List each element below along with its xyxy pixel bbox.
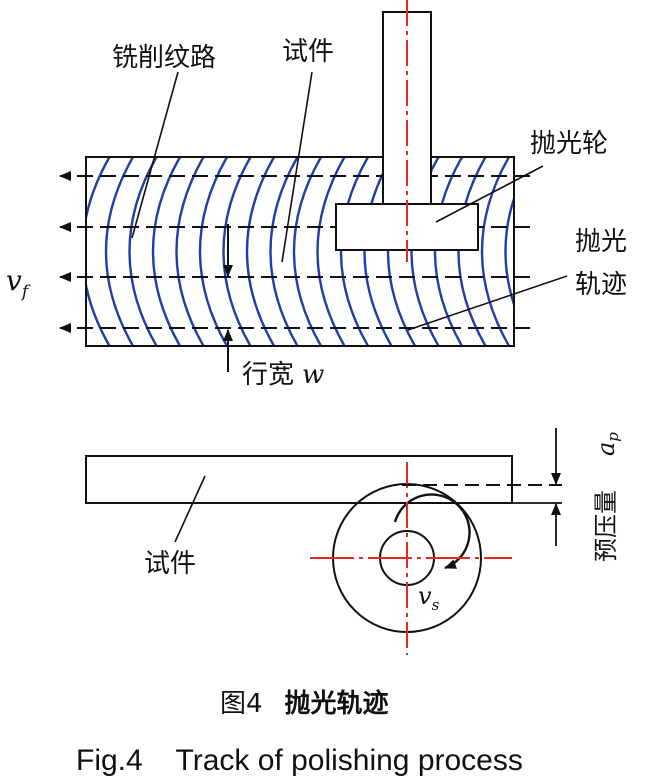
milling-arc (86, 157, 111, 346)
leader-milling (131, 71, 179, 239)
milling-arc (151, 157, 182, 346)
milling-arc (245, 157, 276, 346)
label-preload: 预压量 (592, 490, 620, 562)
leader-workpiece-side (174, 475, 206, 543)
label-preload-symbol: ap (592, 432, 622, 456)
milling-arc (86, 157, 88, 346)
milling-pattern-arcs (86, 157, 514, 346)
milling-arc (457, 157, 487, 346)
label-polishing-wheel: 抛光轮 (530, 129, 608, 159)
label-workpiece-top: 试件 (282, 37, 334, 67)
label-feed-velocity: vf (6, 264, 31, 302)
milling-arc (480, 157, 511, 346)
label-milling-pattern: 铣削纹路 (112, 43, 216, 73)
milling-arc (339, 157, 370, 346)
milling-arc (363, 157, 393, 346)
workpiece-side-rect (85, 455, 513, 504)
caption-en: Fig.4 Track of polishing process (76, 744, 523, 777)
svg-text:预压量: 预压量 (592, 490, 620, 562)
milling-arc (292, 157, 323, 346)
milling-arc (198, 157, 229, 346)
milling-arc (175, 157, 205, 346)
leader-wheel (435, 165, 544, 223)
label-workpiece-side: 试件 (144, 549, 196, 579)
milling-arc (269, 157, 299, 346)
milling-arc (104, 157, 135, 346)
milling-arc (128, 157, 158, 346)
milling-arc (504, 194, 514, 309)
svg-text:ap: ap (592, 432, 622, 456)
milling-arc (316, 157, 346, 346)
workpiece-top-rect (85, 156, 515, 347)
leader-track (407, 275, 568, 331)
label-polishing-track-2: 轨迹 (575, 270, 627, 300)
milling-arc (433, 157, 464, 346)
leader-workpiece-top (281, 71, 313, 263)
label-spindle-speed: vs (418, 582, 440, 614)
milling-arc (222, 157, 252, 346)
label-polishing-track-1: 抛光 (575, 227, 627, 257)
